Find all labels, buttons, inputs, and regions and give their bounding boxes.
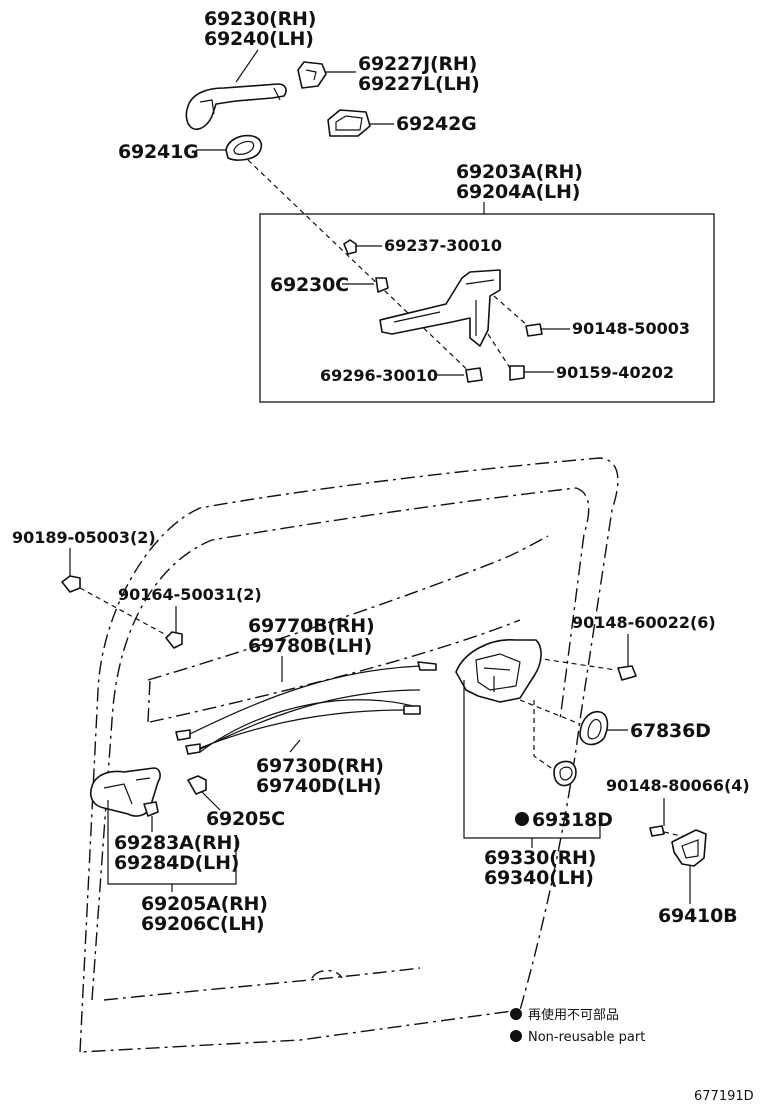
part-69237-shape (343, 239, 357, 255)
leader-outer-handle (235, 49, 259, 83)
label-screw-90148-60022: 90148-60022(6) (572, 613, 716, 632)
label-frame-assy-lh: 69204A(LH) (456, 181, 580, 203)
part-69296-shape (465, 367, 483, 383)
handle-cap-part (297, 61, 327, 89)
label-cable-b-rh: 69730D(RH) (256, 755, 384, 777)
part-69230c-shape (375, 277, 389, 293)
pad-rear-part (327, 109, 371, 137)
leader-cable-b (289, 739, 301, 753)
door-lock-part (455, 639, 542, 703)
label-screw-90148-80066: 90148-80066(4) (606, 776, 750, 795)
label-striker-69410b: 69410B (658, 905, 737, 927)
label-outer-handle-rh: 69230(RH) (204, 8, 316, 30)
label-clip-90164: 90164-50031(2) (118, 585, 262, 604)
label-cable-a-rh: 69770B(RH) (248, 615, 374, 637)
label-lock-assy-rh: 69330(RH) (484, 847, 596, 869)
outer-handle-part (185, 83, 287, 131)
label-inner-handle-sub-lh: 69284D(LH) (114, 852, 239, 874)
label-inner-handle-assy-rh: 69205A(RH) (141, 893, 268, 915)
drawing-id: 677191D (694, 1089, 754, 1104)
screw-90148-50003 (525, 323, 543, 337)
label-frame-assy-rh: 69203A(RH) (456, 161, 583, 183)
part-inner-clip (143, 801, 159, 817)
leader-part-69205c (201, 791, 221, 811)
label-gasket-69318d: 69318D (532, 809, 613, 831)
striker-69410b-part (671, 829, 707, 867)
label-part-69296: 69296-30010 (320, 366, 438, 385)
dashline-gasket (533, 700, 555, 771)
label-handle-cap-lh: 69227L(LH) (358, 73, 480, 95)
label-cable-a-lh: 69780B(LH) (248, 635, 372, 657)
frame-assy-box (259, 213, 715, 403)
dashline-seal (519, 699, 581, 725)
screw-90148-80066-shape (649, 825, 665, 837)
dashline-clip-90189 (79, 587, 169, 637)
label-seal-67836d: 67836D (630, 720, 711, 742)
dashline-screw-60022 (535, 657, 617, 671)
pad-front-part (225, 134, 263, 161)
clip-90189-shape (61, 575, 81, 593)
gasket-69318d-part (553, 760, 577, 787)
legend-marker-en (510, 1030, 522, 1042)
label-inner-handle-sub-rh: 69283A(RH) (114, 832, 241, 854)
dashline-screw-90159 (487, 333, 511, 369)
screw-90148-60022-shape (617, 665, 637, 681)
label-part-69230c: 69230C (270, 274, 349, 296)
label-part-69205c: 69205C (206, 808, 285, 830)
label-cable-b-lh: 69740D(LH) (256, 775, 381, 797)
label-pad-front: 69241G (118, 141, 199, 163)
label-part-69237: 69237-30010 (384, 236, 502, 255)
legend-marker-jp (510, 1008, 522, 1020)
legend-english: Non-reusable part (528, 1030, 645, 1045)
legend: 再使用不可部品 Non-reusable part (510, 1007, 645, 1045)
non-reusable-marker-69318d (515, 812, 529, 826)
label-clip-90189: 90189-05003(2) (12, 528, 156, 547)
dashline-pad-to-frame (247, 159, 479, 381)
label-inner-handle-assy-lh: 69206C(LH) (141, 913, 264, 935)
seal-67836d-part (579, 711, 609, 746)
label-part-90159: 90159-40202 (556, 363, 674, 382)
label-handle-cap-rh: 69227J(RH) (358, 53, 477, 75)
part-69205c-shape (187, 775, 207, 795)
frame-bracket-part (379, 269, 501, 347)
cable-b-part (185, 699, 421, 755)
screw-90159-shape (509, 365, 525, 381)
label-outer-handle-lh: 69240(LH) (204, 28, 314, 50)
label-part-90148-50003: 90148-50003 (572, 319, 690, 338)
label-lock-assy-lh: 69340(LH) (484, 867, 594, 889)
dashline-screw-50003 (493, 295, 529, 327)
clip-90164-shape (165, 631, 183, 649)
label-pad-rear: 69242G (396, 113, 477, 135)
legend-japanese: 再使用不可部品 (528, 1007, 619, 1023)
